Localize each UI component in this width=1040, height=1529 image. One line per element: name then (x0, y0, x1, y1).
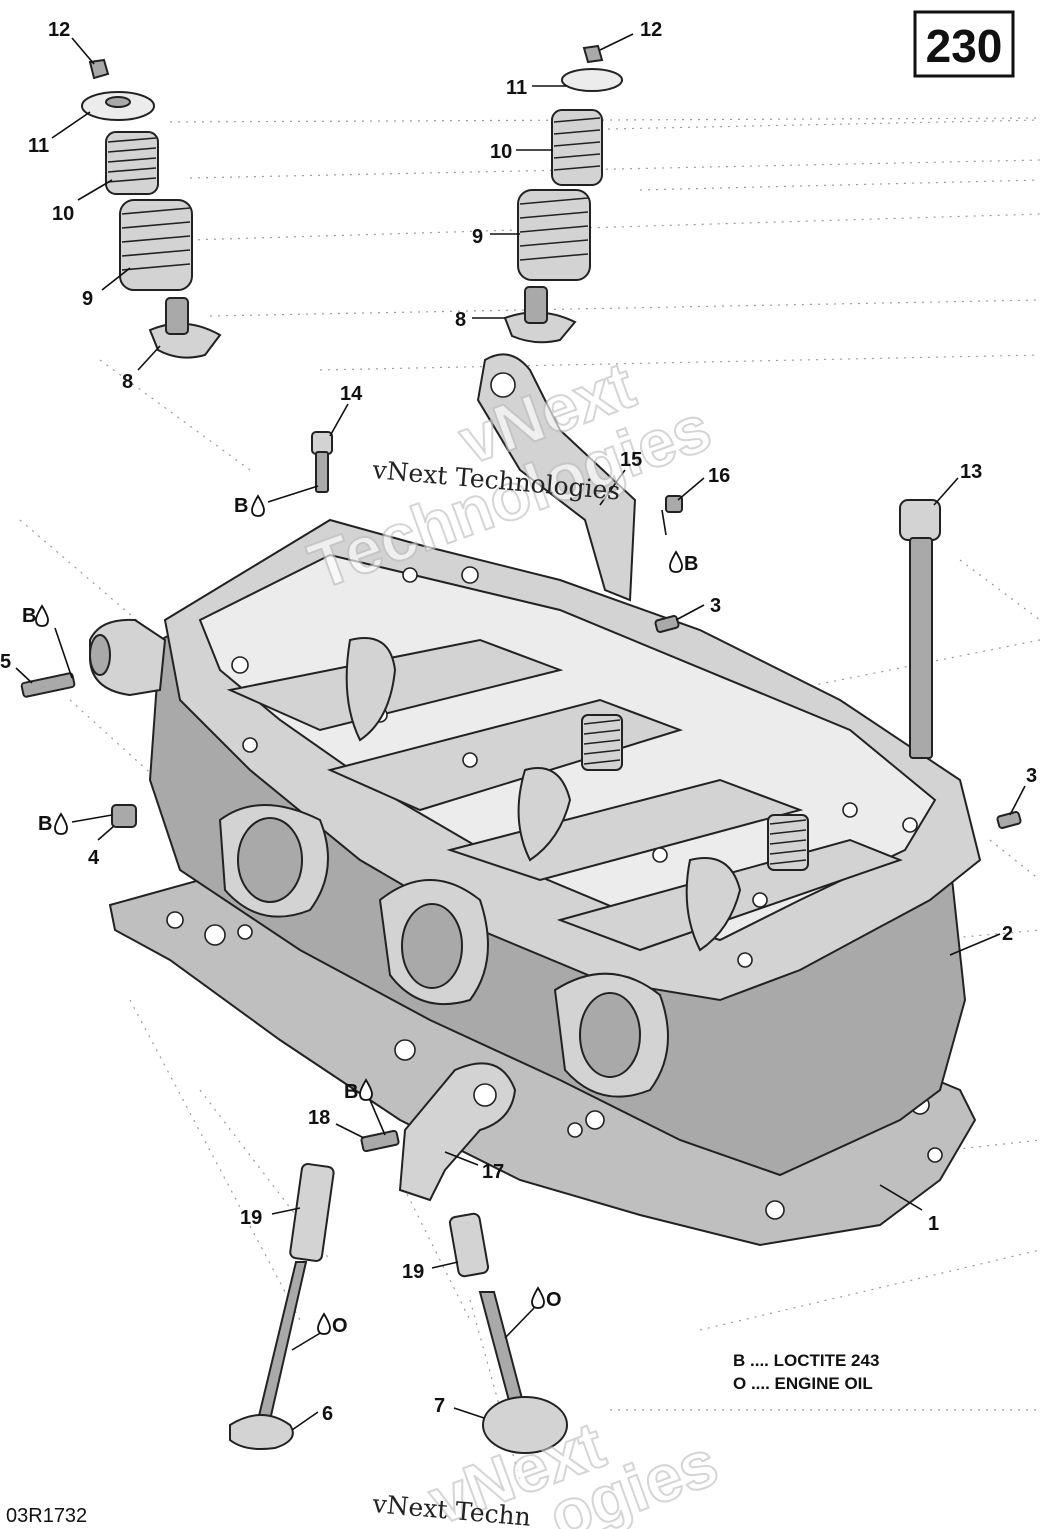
screw-5 (20, 672, 76, 698)
cylinder-head (89, 518, 982, 1177)
valve-stack-right (503, 44, 623, 344)
symbol-b-screw-14: B (234, 495, 248, 517)
symbol-o-valve-7: O (546, 1289, 562, 1311)
callout-19-right: 19 (402, 1261, 424, 1283)
assembly-axes (19, 117, 1040, 1481)
page-number-box: 230 (913, 10, 1015, 78)
drop-icon (359, 1078, 373, 1101)
drop-icon (251, 494, 265, 517)
legend-engine-oil: O .... ENGINE OIL (733, 1374, 873, 1393)
valve-guide-right (448, 1212, 490, 1278)
drop-icon (531, 1286, 545, 1309)
callout-9-right: 9 (472, 226, 483, 248)
plug-3-top (654, 615, 680, 633)
symbol-o-valve-6: O (332, 1315, 348, 1337)
cylinder-head-bolt-13 (899, 499, 941, 759)
callout-8-left: 8 (122, 371, 133, 393)
callout-16: 16 (708, 465, 730, 487)
callout-5: 5 (0, 651, 11, 673)
callout-17: 17 (482, 1161, 504, 1183)
callout-2: 2 (1002, 923, 1013, 945)
callout-12-left: 12 (48, 19, 70, 41)
valve-stack-left (81, 58, 222, 359)
page-number: 230 (926, 20, 1003, 72)
symbol-b-screw-18: B (344, 1081, 358, 1103)
callout-11-left: 11 (28, 135, 49, 157)
callout-3-right: 3 (1026, 765, 1037, 787)
screw-18 (360, 1129, 400, 1153)
screw-14 (311, 431, 333, 493)
callout-19-left: 19 (240, 1207, 262, 1229)
intake-valve (478, 1291, 568, 1454)
callout-3-top: 3 (710, 595, 721, 617)
application-symbols: B B B B B O O (22, 494, 698, 1337)
legend: B .... LOCTITE 243 O .... ENGINE OIL (733, 1351, 879, 1393)
valve-guide-left (289, 1163, 335, 1262)
callout-14: 14 (340, 383, 363, 405)
lifting-eye-bottom (398, 1062, 517, 1202)
callouts: 12 11 10 9 8 12 11 10 9 8 14 15 16 13 3 … (0, 19, 1037, 1425)
symbol-b-plug-4: B (38, 813, 52, 835)
drop-icon (317, 1312, 331, 1335)
lifting-eye-top (476, 353, 637, 602)
drawing-code: 03R1732 (6, 1505, 87, 1527)
drop-icon (35, 604, 49, 627)
callout-1: 1 (928, 1213, 939, 1235)
leader-lines (15, 33, 1026, 1431)
callout-8-right: 8 (455, 309, 466, 331)
callout-18: 18 (308, 1107, 330, 1129)
callout-10-right: 10 (490, 141, 512, 163)
drop-icon (54, 812, 68, 835)
callout-15: 15 (620, 449, 642, 471)
callout-13: 13 (960, 461, 982, 483)
drop-icon (669, 550, 683, 573)
legend-loctite: B .... LOCTITE 243 (733, 1351, 879, 1370)
callout-11-right: 11 (506, 77, 527, 99)
callout-4: 4 (88, 847, 100, 869)
plug-4 (111, 804, 137, 828)
callout-12-right: 12 (640, 19, 662, 41)
exhaust-valve (229, 1261, 308, 1450)
symbol-b-screw-16: B (684, 553, 698, 575)
symbol-b-screw-5: B (22, 605, 36, 627)
callout-9-left: 9 (82, 288, 93, 310)
plug-3-right (996, 811, 1022, 829)
callout-7: 7 (434, 1395, 445, 1417)
callout-10-left: 10 (52, 203, 74, 225)
callout-6: 6 (322, 1403, 333, 1425)
